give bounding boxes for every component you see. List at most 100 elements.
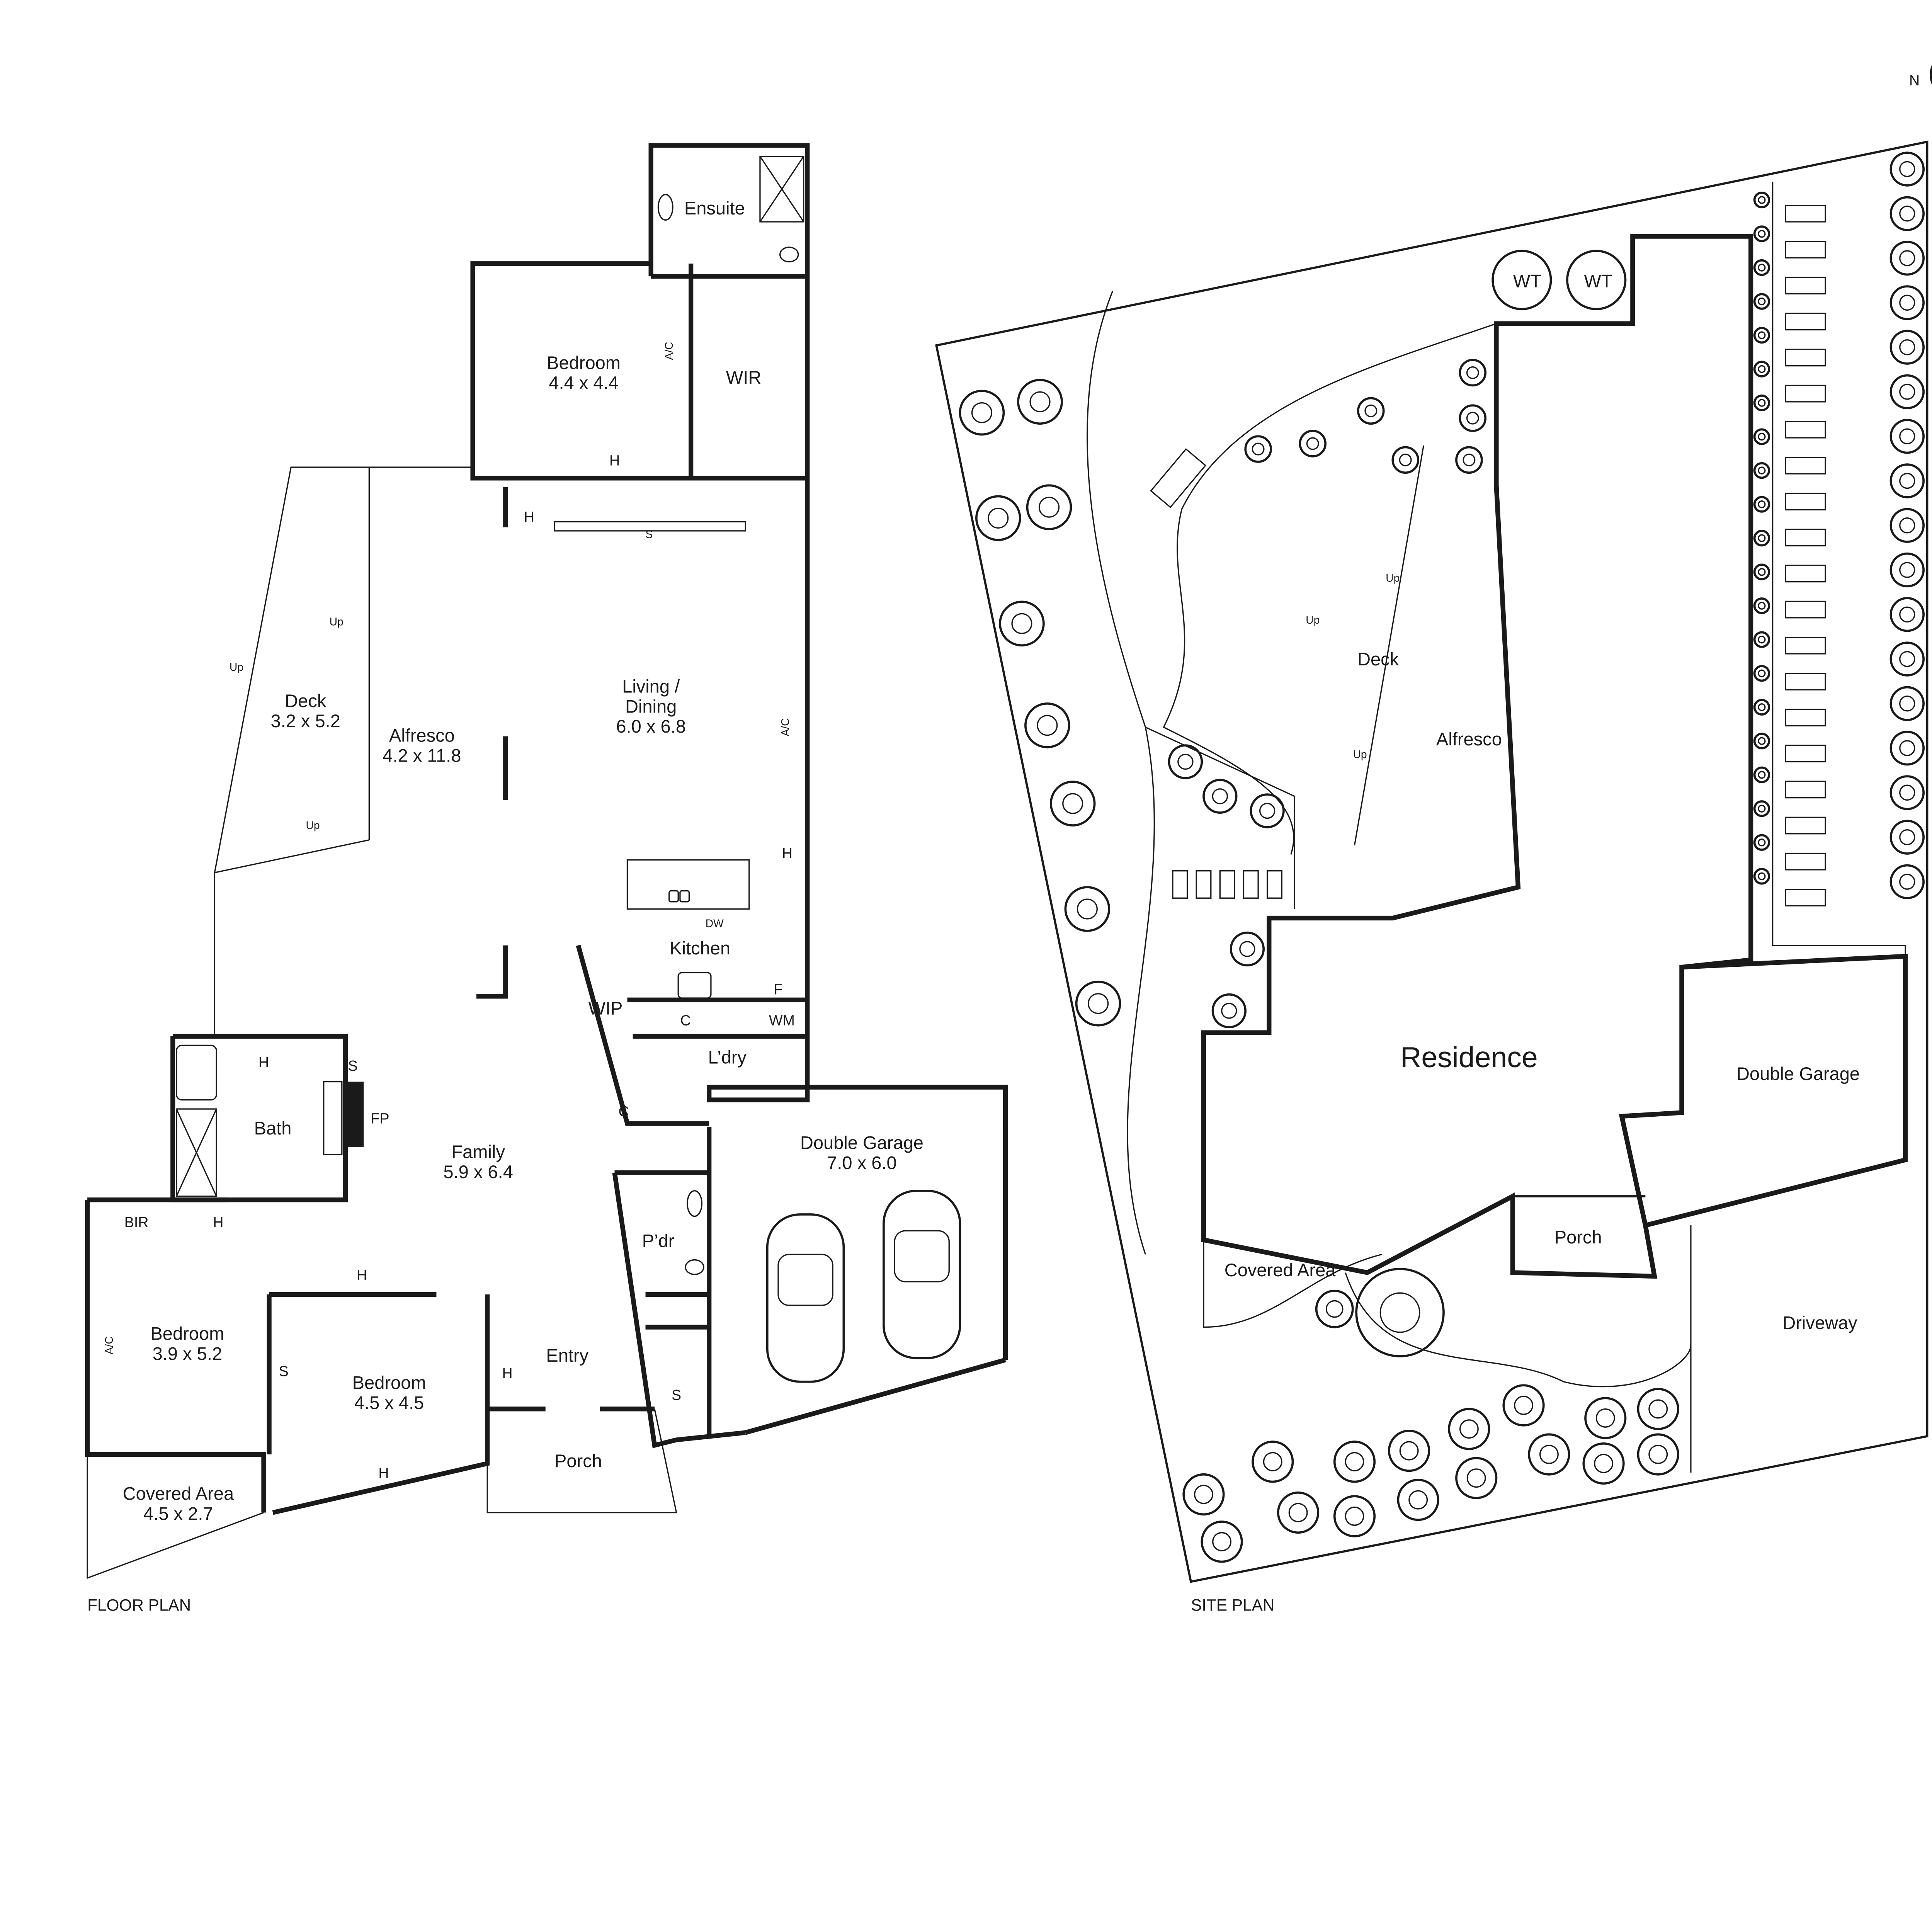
compass-icon: E N S W	[1909, 65, 1932, 88]
room-label-covered-area: Covered Area	[122, 1483, 234, 1504]
paver	[1784, 816, 1826, 835]
bir-label: BIR	[124, 1214, 149, 1230]
room-label-porch: Porch	[554, 1451, 602, 1471]
paver	[1784, 781, 1826, 799]
outdoor-table	[1150, 448, 1207, 508]
paver	[1784, 313, 1826, 331]
tree-icon	[1889, 508, 1925, 543]
room-label-living: Living /	[622, 676, 680, 697]
shower-icon	[759, 155, 804, 223]
tree-icon	[1637, 1433, 1679, 1476]
tree-icon	[1889, 820, 1925, 855]
paver	[1784, 636, 1826, 655]
tree-icon	[1889, 151, 1925, 187]
tree-icon	[1211, 993, 1247, 1029]
tree-icon	[1753, 462, 1770, 479]
room-label-deck: Deck	[285, 690, 327, 711]
tree-icon	[1753, 597, 1770, 614]
pdr-basin-icon	[687, 1190, 703, 1217]
tree-icon	[1049, 781, 1096, 827]
shelf	[554, 521, 746, 532]
heater-label: H	[357, 1267, 367, 1283]
tree-icon	[1753, 259, 1770, 276]
garden-path	[1087, 291, 1155, 1255]
tree-icon	[1455, 1457, 1498, 1499]
tree-icon	[1333, 1495, 1376, 1537]
room-label-alfresco: Alfresco	[389, 725, 455, 746]
tree-icon	[1889, 285, 1925, 320]
site-plan-caption: SITE PLAN	[1191, 1596, 1274, 1614]
room-label-entry: Entry	[546, 1345, 588, 1366]
tree-icon	[999, 600, 1045, 647]
site-label-alfresco: Alfresco	[1436, 729, 1502, 749]
paver	[1784, 277, 1826, 294]
tree-icon	[1244, 435, 1272, 463]
tree-icon	[1252, 1440, 1294, 1483]
tree-icon	[1299, 430, 1327, 457]
tree-icon	[1889, 552, 1925, 588]
tree-icon	[1753, 327, 1770, 344]
site-plan: WT WT Deck Alfresco Residence Double Gar…	[935, 140, 1929, 1614]
tree-icon	[1459, 404, 1487, 432]
tree-icon	[1889, 597, 1925, 632]
shelf-label: S	[672, 1387, 681, 1403]
up-label: Up	[1386, 572, 1400, 584]
tree-icon	[1753, 563, 1770, 580]
paver	[1784, 384, 1826, 403]
paver	[1784, 205, 1826, 223]
tree-icon	[1202, 779, 1238, 814]
site-label-deck: Deck	[1357, 649, 1399, 669]
tree-icon	[1075, 980, 1121, 1027]
heater-label: H	[378, 1465, 389, 1481]
room-label-bedroom-2: Bedroom	[150, 1323, 224, 1344]
floor-plan-sheet: E N S W	[85, 65, 1932, 1614]
ac-label: A/C	[779, 718, 791, 736]
paver	[1784, 241, 1826, 259]
site-label-porch: Porch	[1554, 1227, 1602, 1247]
room-size-family: 5.9 x 6.4	[443, 1162, 513, 1182]
tree-icon	[1455, 446, 1483, 474]
room-size-living: 6.0 x 6.8	[616, 716, 685, 736]
tree-icon	[1391, 446, 1419, 474]
tree-icon	[1889, 730, 1925, 766]
tree-icon	[1889, 864, 1925, 900]
wall	[648, 143, 1008, 1128]
tree-icon	[1250, 793, 1285, 828]
up-label: Up	[330, 616, 344, 628]
water-tank-label: WT	[1584, 270, 1612, 291]
paver	[1784, 673, 1826, 690]
tree-icon	[1889, 463, 1925, 498]
tree-icon	[1502, 1384, 1545, 1427]
room-size-covered-area: 4.5 x 2.7	[143, 1503, 213, 1524]
heater-label: H	[782, 845, 793, 861]
paver	[1784, 529, 1826, 547]
tree-icon	[1889, 775, 1925, 810]
tree-icon	[1889, 641, 1925, 677]
shelf-label: S	[348, 1058, 357, 1074]
paver	[1784, 457, 1826, 474]
residence-outline	[1201, 234, 1753, 1279]
room-label-kitchen: Kitchen	[670, 938, 730, 958]
room-label-bath: Bath	[254, 1118, 292, 1138]
compass-n: N	[1909, 72, 1920, 88]
tree-icon	[1753, 225, 1770, 242]
cooktop-icon	[677, 972, 712, 999]
paver	[1196, 870, 1212, 899]
paver	[1784, 493, 1826, 510]
tree-icon	[1584, 1397, 1627, 1439]
paver	[1266, 870, 1282, 899]
dishwasher-label: DW	[706, 917, 724, 930]
water-tank	[1492, 250, 1552, 310]
pdr-toilet-icon	[685, 1259, 704, 1275]
tree-icon	[1889, 240, 1925, 276]
tree-icon	[1388, 1430, 1430, 1472]
floor-plan-caption: FLOOR PLAN	[87, 1596, 191, 1614]
cupboard-label: C	[680, 1012, 690, 1029]
sink-icon	[668, 890, 679, 903]
tree-icon	[1753, 733, 1770, 750]
paver	[1784, 565, 1826, 583]
paver	[1784, 889, 1826, 906]
tree-icon	[1753, 394, 1770, 412]
bathtub-icon	[175, 1044, 217, 1101]
kitchen-island	[626, 859, 750, 910]
